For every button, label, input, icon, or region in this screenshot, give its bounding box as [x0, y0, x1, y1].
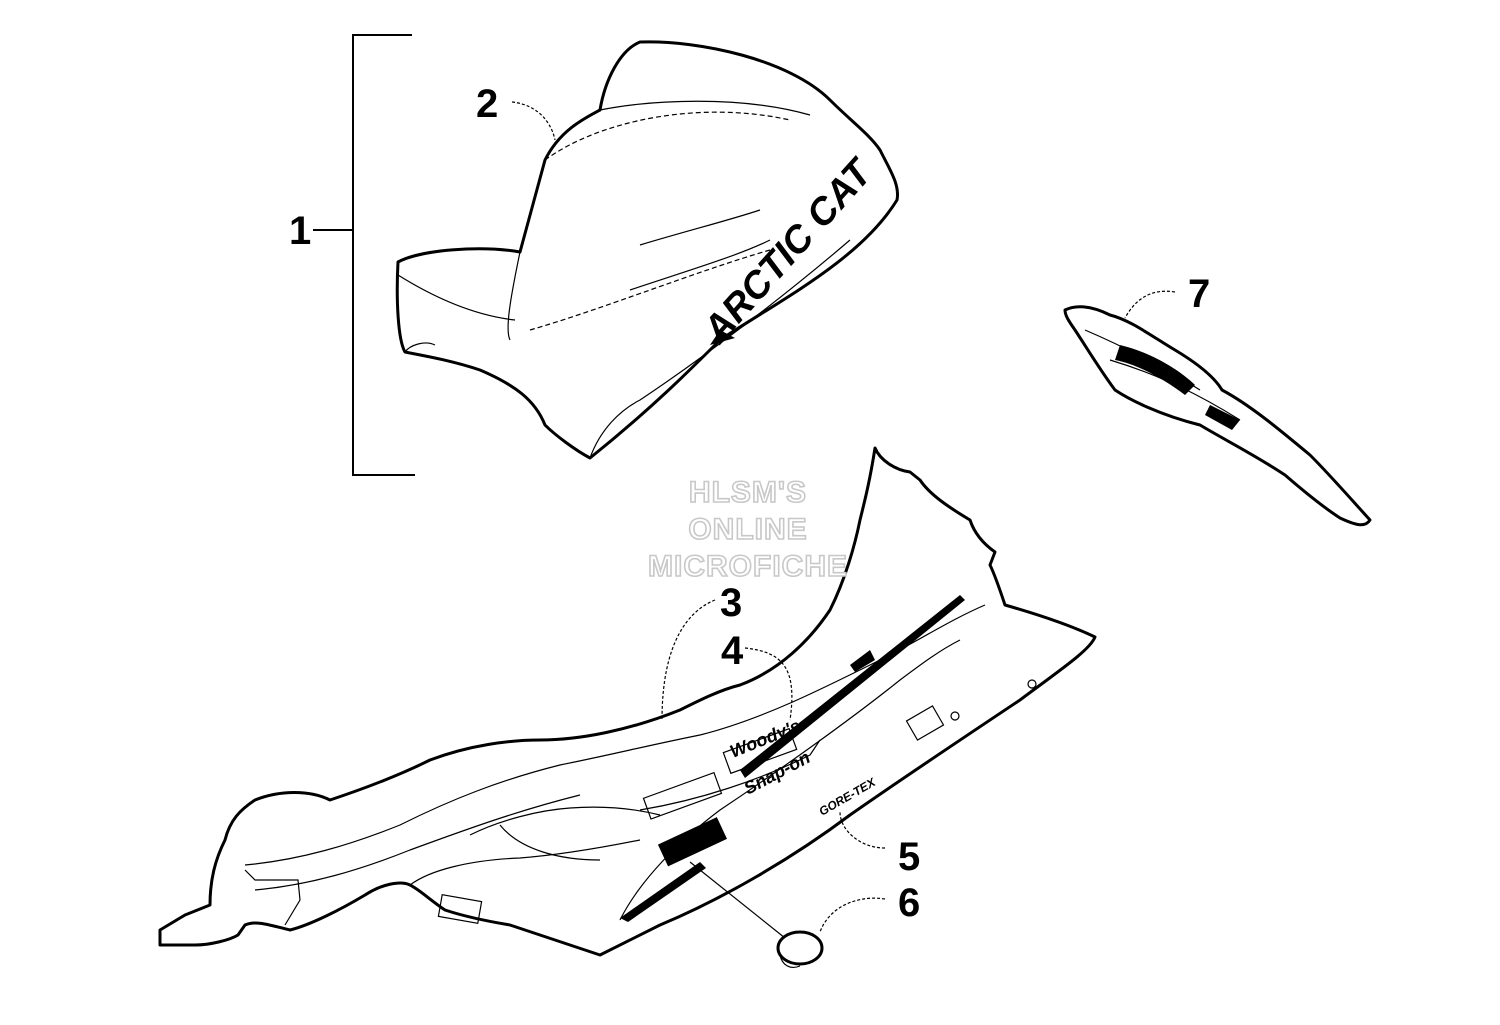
- seat-brand-decal: ARCTIC CAT: [695, 150, 882, 351]
- watermark: HLSM'S ONLINE MICROFICHE: [647, 475, 848, 584]
- callout-7[interactable]: 7: [1188, 272, 1210, 316]
- callout-3[interactable]: 3: [720, 581, 742, 625]
- callout-4[interactable]: 4: [721, 629, 744, 673]
- seat-drawing: ARCTIC CAT: [395, 40, 900, 460]
- plug-drawing: [776, 930, 824, 968]
- assembly-bracket: [313, 34, 415, 476]
- watermark-line-2: ONLINE: [688, 513, 807, 546]
- decal-sheet-drawing: [1063, 305, 1372, 527]
- side-panel-drawing: Woody's Snap-on GORE-TEX: [158, 446, 1097, 957]
- watermark-line-1: HLSM'S: [689, 476, 807, 509]
- callout-1[interactable]: 1: [289, 209, 311, 253]
- callout-6[interactable]: 6: [898, 881, 920, 925]
- sponsor-decal-goretex: GORE-TEX: [817, 775, 879, 819]
- callout-2[interactable]: 2: [476, 82, 498, 126]
- watermark-line-3: MICROFICHE: [648, 550, 848, 583]
- leader-lines: [511, 101, 1176, 939]
- callout-5[interactable]: 5: [898, 835, 920, 879]
